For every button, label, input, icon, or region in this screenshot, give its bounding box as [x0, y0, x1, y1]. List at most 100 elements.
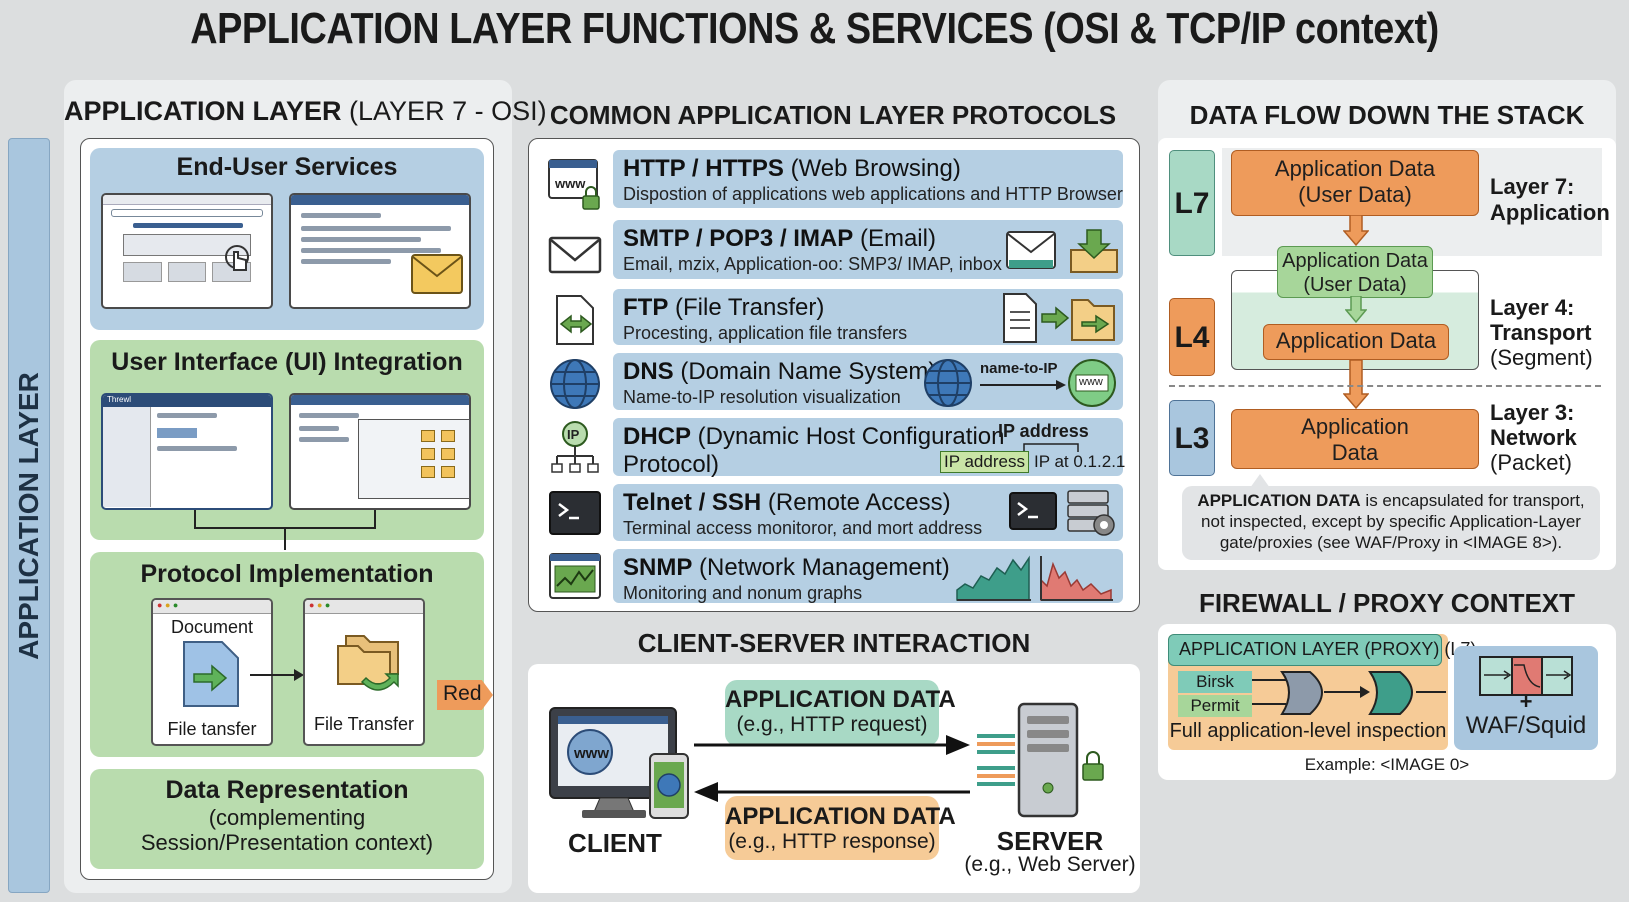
l4-user-line1: Application Data: [1282, 250, 1428, 272]
network-graphs-icon: [956, 555, 1113, 601]
side-label-bar: APPLICATION LAYER: [8, 138, 50, 893]
layer3-label: Layer 3:Network(Packet): [1490, 400, 1577, 475]
inbox-envelope-icon: [1006, 229, 1118, 273]
red-tag: [437, 680, 493, 710]
firewall-example: Example: <IMAGE 0>: [1304, 755, 1470, 774]
l7-app-data-box: Application Data(User Data): [1231, 150, 1479, 216]
input-permit: Permit: [1178, 695, 1252, 717]
dns-arrow: [980, 380, 1066, 390]
input-permit-text: Permit: [1190, 696, 1240, 715]
protocol-paren: (Remote Access): [761, 489, 951, 516]
data-representation-block: [90, 769, 484, 869]
browser-window-icon: [101, 193, 273, 309]
layer4-label-line3: (Segment): [1490, 345, 1593, 370]
arrow-7-to-4: [1343, 215, 1369, 247]
dhcp-ip-box: IP address: [940, 451, 1029, 473]
file-transfer-icon: [556, 295, 594, 345]
data-representation-line1: (complementing: [208, 805, 366, 830]
data-flow-heading: DATA FLOW DOWN THE STACK: [1189, 100, 1585, 130]
layer3-label-line1: Layer 3:: [1490, 400, 1575, 425]
www-text: www: [554, 176, 586, 191]
l4-badge: L4: [1169, 298, 1215, 376]
protocol-paren: (File Transfer): [668, 294, 825, 321]
protocols-heading: COMMON APPLICATION LAYER PROTOCOLS: [549, 100, 1117, 130]
l4-app-data-box: Application Data: [1263, 324, 1449, 360]
response-sub: (e.g., HTTP response): [728, 830, 936, 853]
l7-box-line2: (User Data): [1298, 182, 1412, 207]
ui-integration-title: User Interface (UI) Integration: [111, 348, 463, 376]
folder-transfer-icon: [337, 635, 399, 691]
protocol-name: SNMP: [623, 554, 693, 581]
folder-grid-window: [358, 419, 470, 499]
www-lock-icon: www: [548, 159, 600, 210]
page-title: APPLICATION LAYER FUNCTIONS & SERVICES (…: [190, 4, 1439, 53]
response-title: APPLICATION DATA: [725, 803, 956, 830]
l3-box-line2: Data: [1331, 440, 1379, 465]
waf-filter-icon: [1479, 656, 1573, 696]
protocol-name: DHCP: [623, 423, 692, 450]
client-computer-icon: www: [549, 707, 689, 819]
layer3-label-line3: (Packet): [1490, 450, 1572, 475]
client-www-text: www: [573, 745, 609, 762]
protocol-name: SMTP / POP3 / IMAP: [623, 225, 854, 252]
file-transfer-label: File Transfer: [313, 714, 415, 734]
data-representation-line2: Session/Presentation context): [140, 830, 434, 855]
protocol-name: Telnet / SSH: [623, 489, 762, 516]
document-label: Document: [170, 617, 254, 637]
terminal-server-icon: [1009, 490, 1115, 536]
arrow-4-to-3: [1343, 360, 1369, 410]
globe-icon: [550, 359, 600, 409]
client-server-heading: CLIENT-SERVER INTERACTION: [637, 628, 1031, 658]
protocol-paren: (Web Browsing): [783, 155, 961, 182]
protocol-row-ftp: FTP (File Transfer)Procesting, applicati…: [613, 289, 1123, 345]
ip-network-icon: IP: [551, 421, 599, 473]
protocol-desc: Procesting, application file transfers: [623, 323, 908, 343]
l4-text: L4: [1174, 321, 1210, 354]
protocol-desc: Name-to-IP resolution visualization: [623, 387, 901, 407]
protocol-implementation-title: Protocol Implementation: [140, 560, 434, 588]
cursor-hand-icon: [225, 245, 249, 271]
protocol-paren: (Dynamic Host Configuration: [691, 423, 1005, 450]
layer4-label: Layer 4:Transport(Segment): [1490, 295, 1593, 370]
protocol-row-smtp: SMTP / POP3 / IMAP (Email)Email, mzix, A…: [613, 220, 1123, 279]
l7-box-line1: Application Data: [1274, 156, 1436, 181]
request-sub: (e.g., HTTP request): [736, 713, 928, 736]
data-representation-title: Data Representation: [165, 776, 409, 804]
dhcp-ip-at: IP at 0.1.2.1: [1034, 452, 1126, 471]
protocol-row-dns: DNS (Domain Name System)Name-to-IP resol…: [613, 353, 1123, 410]
app-window-logo: Threwl: [103, 395, 271, 407]
layer7-label: Layer 7:Application: [1490, 174, 1610, 226]
input-birsk: Birsk: [1178, 671, 1252, 693]
firewall-heading: FIREWALL / PROXY CONTEXT: [1198, 588, 1576, 618]
protocol-desc: Monitoring and nonum graphs: [623, 583, 863, 603]
protocol-row-snmp: SNMP (Network Management)Monitoring and …: [613, 549, 1123, 603]
end-user-services-title: End-User Services: [176, 153, 398, 181]
doc-to-folder-icon: [1003, 293, 1115, 343]
layer4-label-line1: Layer 4:: [1490, 295, 1575, 320]
www-globe-text: www: [1079, 376, 1103, 388]
l3-box-line1: Application: [1301, 414, 1409, 439]
protocol-desc: Dispostion of applications web applicati…: [623, 184, 1123, 204]
protocol-name: FTP: [623, 294, 669, 321]
heading-rest: (LAYER 7 - OSI): [341, 96, 547, 126]
response-arrow: [694, 782, 970, 802]
note-pointer: [1250, 474, 1270, 488]
terminal-icon: [549, 491, 601, 535]
protocol-desc: Terminal access monitoror, and mort addr…: [623, 518, 983, 538]
application-layer-heading: APPLICATION LAYER (LAYER 7 - OSI): [64, 96, 547, 127]
layer7-label-line1: Layer 7:: [1490, 174, 1575, 199]
protocol-desc: Protocol): [623, 451, 720, 478]
ip-badge-text: IP: [567, 427, 580, 442]
l3-badge: L3: [1169, 400, 1215, 476]
arrow-4-inner: [1345, 296, 1367, 324]
layer-divider: [1169, 385, 1601, 387]
dhcp-bracket: [1023, 443, 1079, 452]
waf-label: WAF/Squid: [1465, 712, 1587, 739]
www-globe-icon: [1068, 359, 1116, 407]
request-title: APPLICATION DATA: [725, 686, 956, 713]
client-label: CLIENT: [568, 828, 662, 858]
document-window: ● ● ●: [151, 598, 273, 746]
dns-label: name-to-IP: [980, 360, 1058, 377]
